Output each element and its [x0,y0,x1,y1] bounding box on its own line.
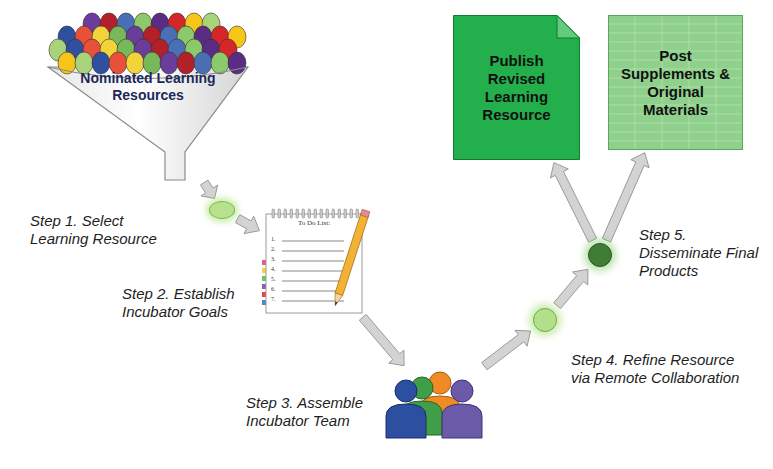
team-node: Step 3. Assemble Incubator Team [380,368,492,438]
block-arrow [550,163,596,243]
funnel-node: Nominated Learning Resources [48,12,248,180]
step-caption: Step 3. Assemble Incubator Team [246,394,374,430]
grid-sheet-label: Post Supplements & Original Materials [616,47,735,119]
block-arrow [359,314,404,365]
step-caption: Step 2. Establish Incubator Goals [122,285,254,321]
list-number: 7. [271,296,276,302]
grid-sheet-shape [608,15,743,150]
list-number: 3. [271,256,276,262]
step-caption: Step 1. Select Learning Resource [30,212,180,248]
block-arrow [482,330,531,370]
list-number: 1. [271,236,276,242]
step-circle: Step 4. Refine Resource via Remote Colla… [533,308,557,332]
step-circle: Step 5. Disseminate Final Products [588,243,612,267]
block-arrow [235,215,259,234]
todo-heading: To Do List: [298,219,330,227]
document-label: Publish Revised Learning Resource [459,52,574,124]
funnel-label: Nominated Learning Resources [73,70,223,104]
block-arrow [554,269,588,308]
team-illustration [380,368,492,438]
step-caption: Step 5. Disseminate Final Products [639,226,767,280]
document-node: Publish Revised Learning Resource [453,15,580,160]
grid-sheet-node: Post Supplements & Original Materials [608,15,743,150]
list-number: 6. [271,286,276,292]
document-shape [453,15,580,160]
step-caption: Step 4. Refine Resource via Remote Colla… [571,351,741,387]
list-number: 4. [271,266,276,272]
list-number: 5. [271,276,276,282]
list-number: 2. [271,246,276,252]
resource-oval: Step 1. Select Learning Resource [209,201,235,219]
block-arrow [200,180,217,198]
notepad-node: To Do List:1.2.3.4.5.6.7.Step 2. Establi… [262,208,368,315]
